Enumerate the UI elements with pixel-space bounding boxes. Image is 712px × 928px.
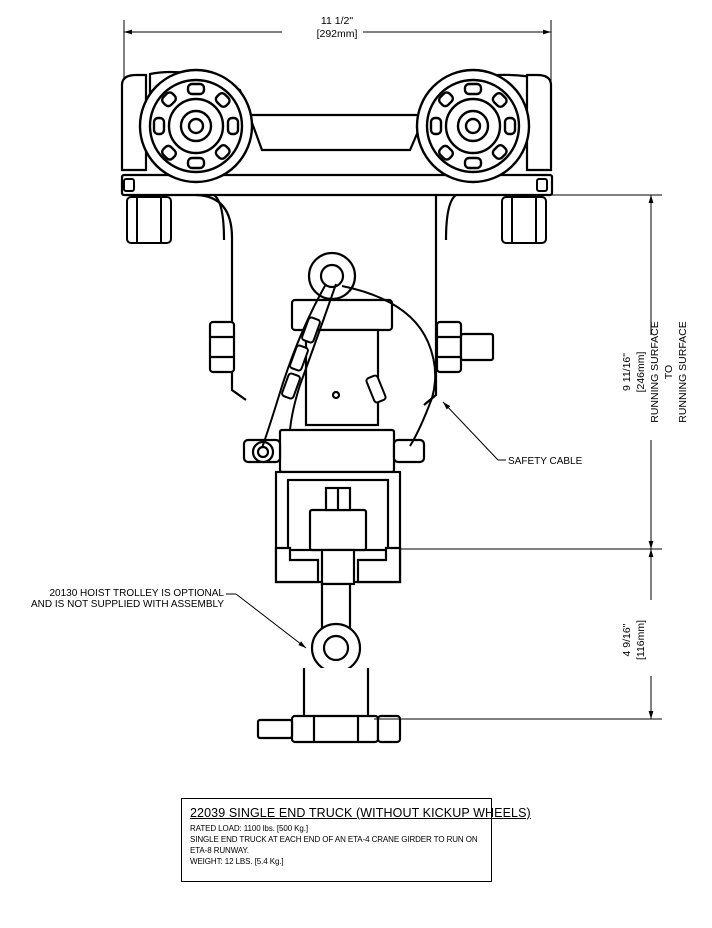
running-height-mm: [246mm]	[635, 352, 647, 393]
running-height-note-3: RUNNING SURFACE	[677, 321, 689, 423]
title-block-description-line1: SINGLE END TRUCK AT EACH END OF AN ETA-4…	[190, 835, 478, 844]
title-block-description-line2: ETA-8 RUNWAY.	[190, 846, 249, 855]
left-wheel	[138, 68, 254, 184]
title-block: 22039 SINGLE END TRUCK (WITHOUT KICKUP W…	[181, 798, 531, 882]
safety-cable	[261, 283, 437, 449]
right-wheel	[415, 68, 531, 184]
lower-height-mm: [116mm]	[635, 620, 647, 660]
hoist-trolley-callout-line2: AND IS NOT SUPPLIED WITH ASSEMBLY	[31, 599, 224, 610]
safety-cable-callout: SAFETY CABLE	[508, 456, 583, 467]
width-dimension-inches: 11 1/2"	[321, 15, 353, 27]
hoist-trolley-callout-line1: 20130 HOIST TROLLEY IS OPTIONAL	[49, 588, 224, 599]
running-height-note-2: TO	[663, 365, 675, 379]
trolley-body	[274, 470, 402, 586]
hoist-trolley-leader	[226, 593, 307, 649]
running-height-note-1: RUNNING SURFACE	[649, 321, 661, 423]
hook-clevis	[256, 582, 402, 744]
title-block-title: 22039 SINGLE END TRUCK (WITHOUT KICKUP W…	[190, 806, 531, 820]
width-dimension-mm: [292mm]	[317, 28, 358, 40]
safety-cable-leader	[442, 401, 506, 461]
running-height-inches: 9 11/16"	[621, 353, 633, 391]
center-hanger	[208, 251, 495, 474]
lower-height-label: 4 9/16" [116mm]	[621, 620, 647, 660]
running-height-label: 9 11/16" [246mm] RUNNING SURFACE TO RUNN…	[621, 321, 689, 423]
vertical-dimensions	[374, 194, 662, 720]
title-block-weight: WEIGHT: 12 LBS. [5.4 Kg.]	[190, 857, 284, 866]
frame-bolts	[123, 178, 548, 244]
title-block-rated-load: RATED LOAD: 1100 lbs. [500 Kg.]	[190, 824, 308, 833]
lower-height-inches: 4 9/16"	[621, 623, 633, 656]
